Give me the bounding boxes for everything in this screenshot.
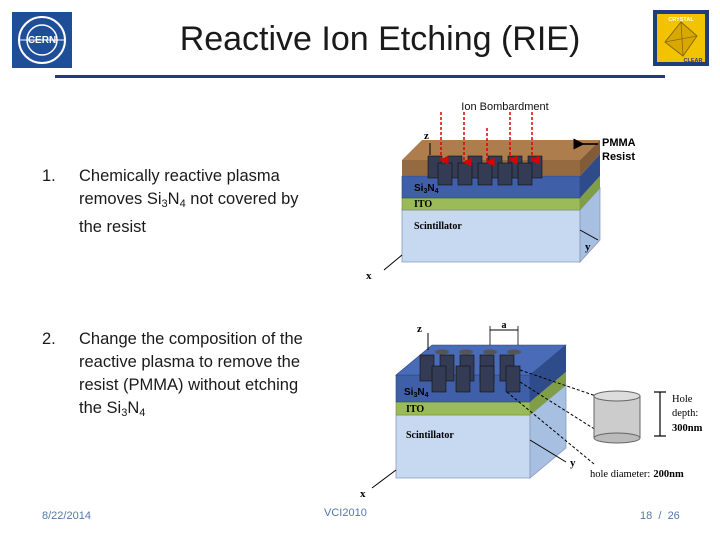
axes (371, 333, 567, 489)
crystal-clear-logo: CRYSTAL CLEAR (653, 10, 709, 66)
hole-depth-value: 300nm (672, 423, 703, 434)
axis-z-label: z (424, 130, 429, 142)
list-number: 2. (42, 330, 56, 348)
list-number: 1. (42, 167, 56, 185)
rie-diagram-etching: Ion Bombardment PMMA Resist Si3N4 ITO Sc… (366, 101, 636, 282)
ion-bombardment-label: Ion Bombardment (461, 101, 548, 113)
axis-y-label: y (585, 241, 591, 253)
footer-page-number: 18 / 26 (640, 510, 680, 522)
si3n4-side (580, 154, 600, 198)
slide-title: Reactive Ion Etching (RIE) (179, 20, 581, 58)
ito-label: ITO (406, 404, 424, 415)
hole-depth-label-2: depth: (672, 408, 698, 419)
hole-diameter-label: hole diameter:200nm (590, 469, 684, 480)
ito-label: ITO (414, 199, 432, 210)
ito-side (530, 372, 566, 415)
footer-date: 8/22/2014 (42, 510, 91, 522)
si3n4-side (530, 345, 566, 402)
list-item-2: 2. Change the composition of the reactiv… (42, 328, 312, 423)
rie-diagram-resist-removed: a Si3N4 ITO Scintillator z y x Hole dept… (360, 320, 703, 500)
crystal-logo-top-text: CRYSTAL (668, 17, 694, 23)
hole-openings (435, 349, 521, 355)
enlarged-hole (593, 390, 641, 444)
axis-x-label: x (366, 270, 372, 282)
axes (383, 143, 599, 271)
pmma-label: PMMA (602, 137, 636, 149)
hole-depth-label-1: Hole (672, 394, 693, 405)
etched-holes (419, 354, 521, 393)
list-text: Chemically reactive plasma removes Si3N4… (79, 167, 299, 236)
cern-logo: CERN (12, 12, 72, 68)
ito-side (580, 176, 600, 210)
projection-lines (506, 369, 597, 465)
si3n4-label: Si3N4 (414, 183, 439, 195)
si3n4-label: Si3N4 (404, 387, 429, 399)
ion-arrows (439, 112, 540, 167)
list-item-1: 1. Chemically reactive plasma removes Si… (42, 165, 312, 236)
crystal-logo-bottom-text: CLEAR (684, 58, 703, 64)
scintillator-front (401, 209, 581, 263)
list-text: Change the composition of the reactive p… (79, 330, 303, 419)
axis-y-label: y (570, 457, 576, 469)
title-underline (55, 75, 665, 78)
pmma-top (402, 140, 600, 160)
pmma-side (580, 140, 600, 176)
axis-x-label: x (360, 488, 366, 500)
scintillator-label: Scintillator (406, 430, 454, 441)
footer-conference: VCI2010 (324, 507, 367, 519)
scintillator-front (395, 414, 531, 479)
scintillator-label: Scintillator (414, 221, 462, 232)
pitch-label: a (502, 320, 507, 331)
resist-label: Resist (602, 151, 635, 163)
cern-logo-text: CERN (28, 35, 56, 46)
axis-z-label: z (417, 323, 422, 335)
